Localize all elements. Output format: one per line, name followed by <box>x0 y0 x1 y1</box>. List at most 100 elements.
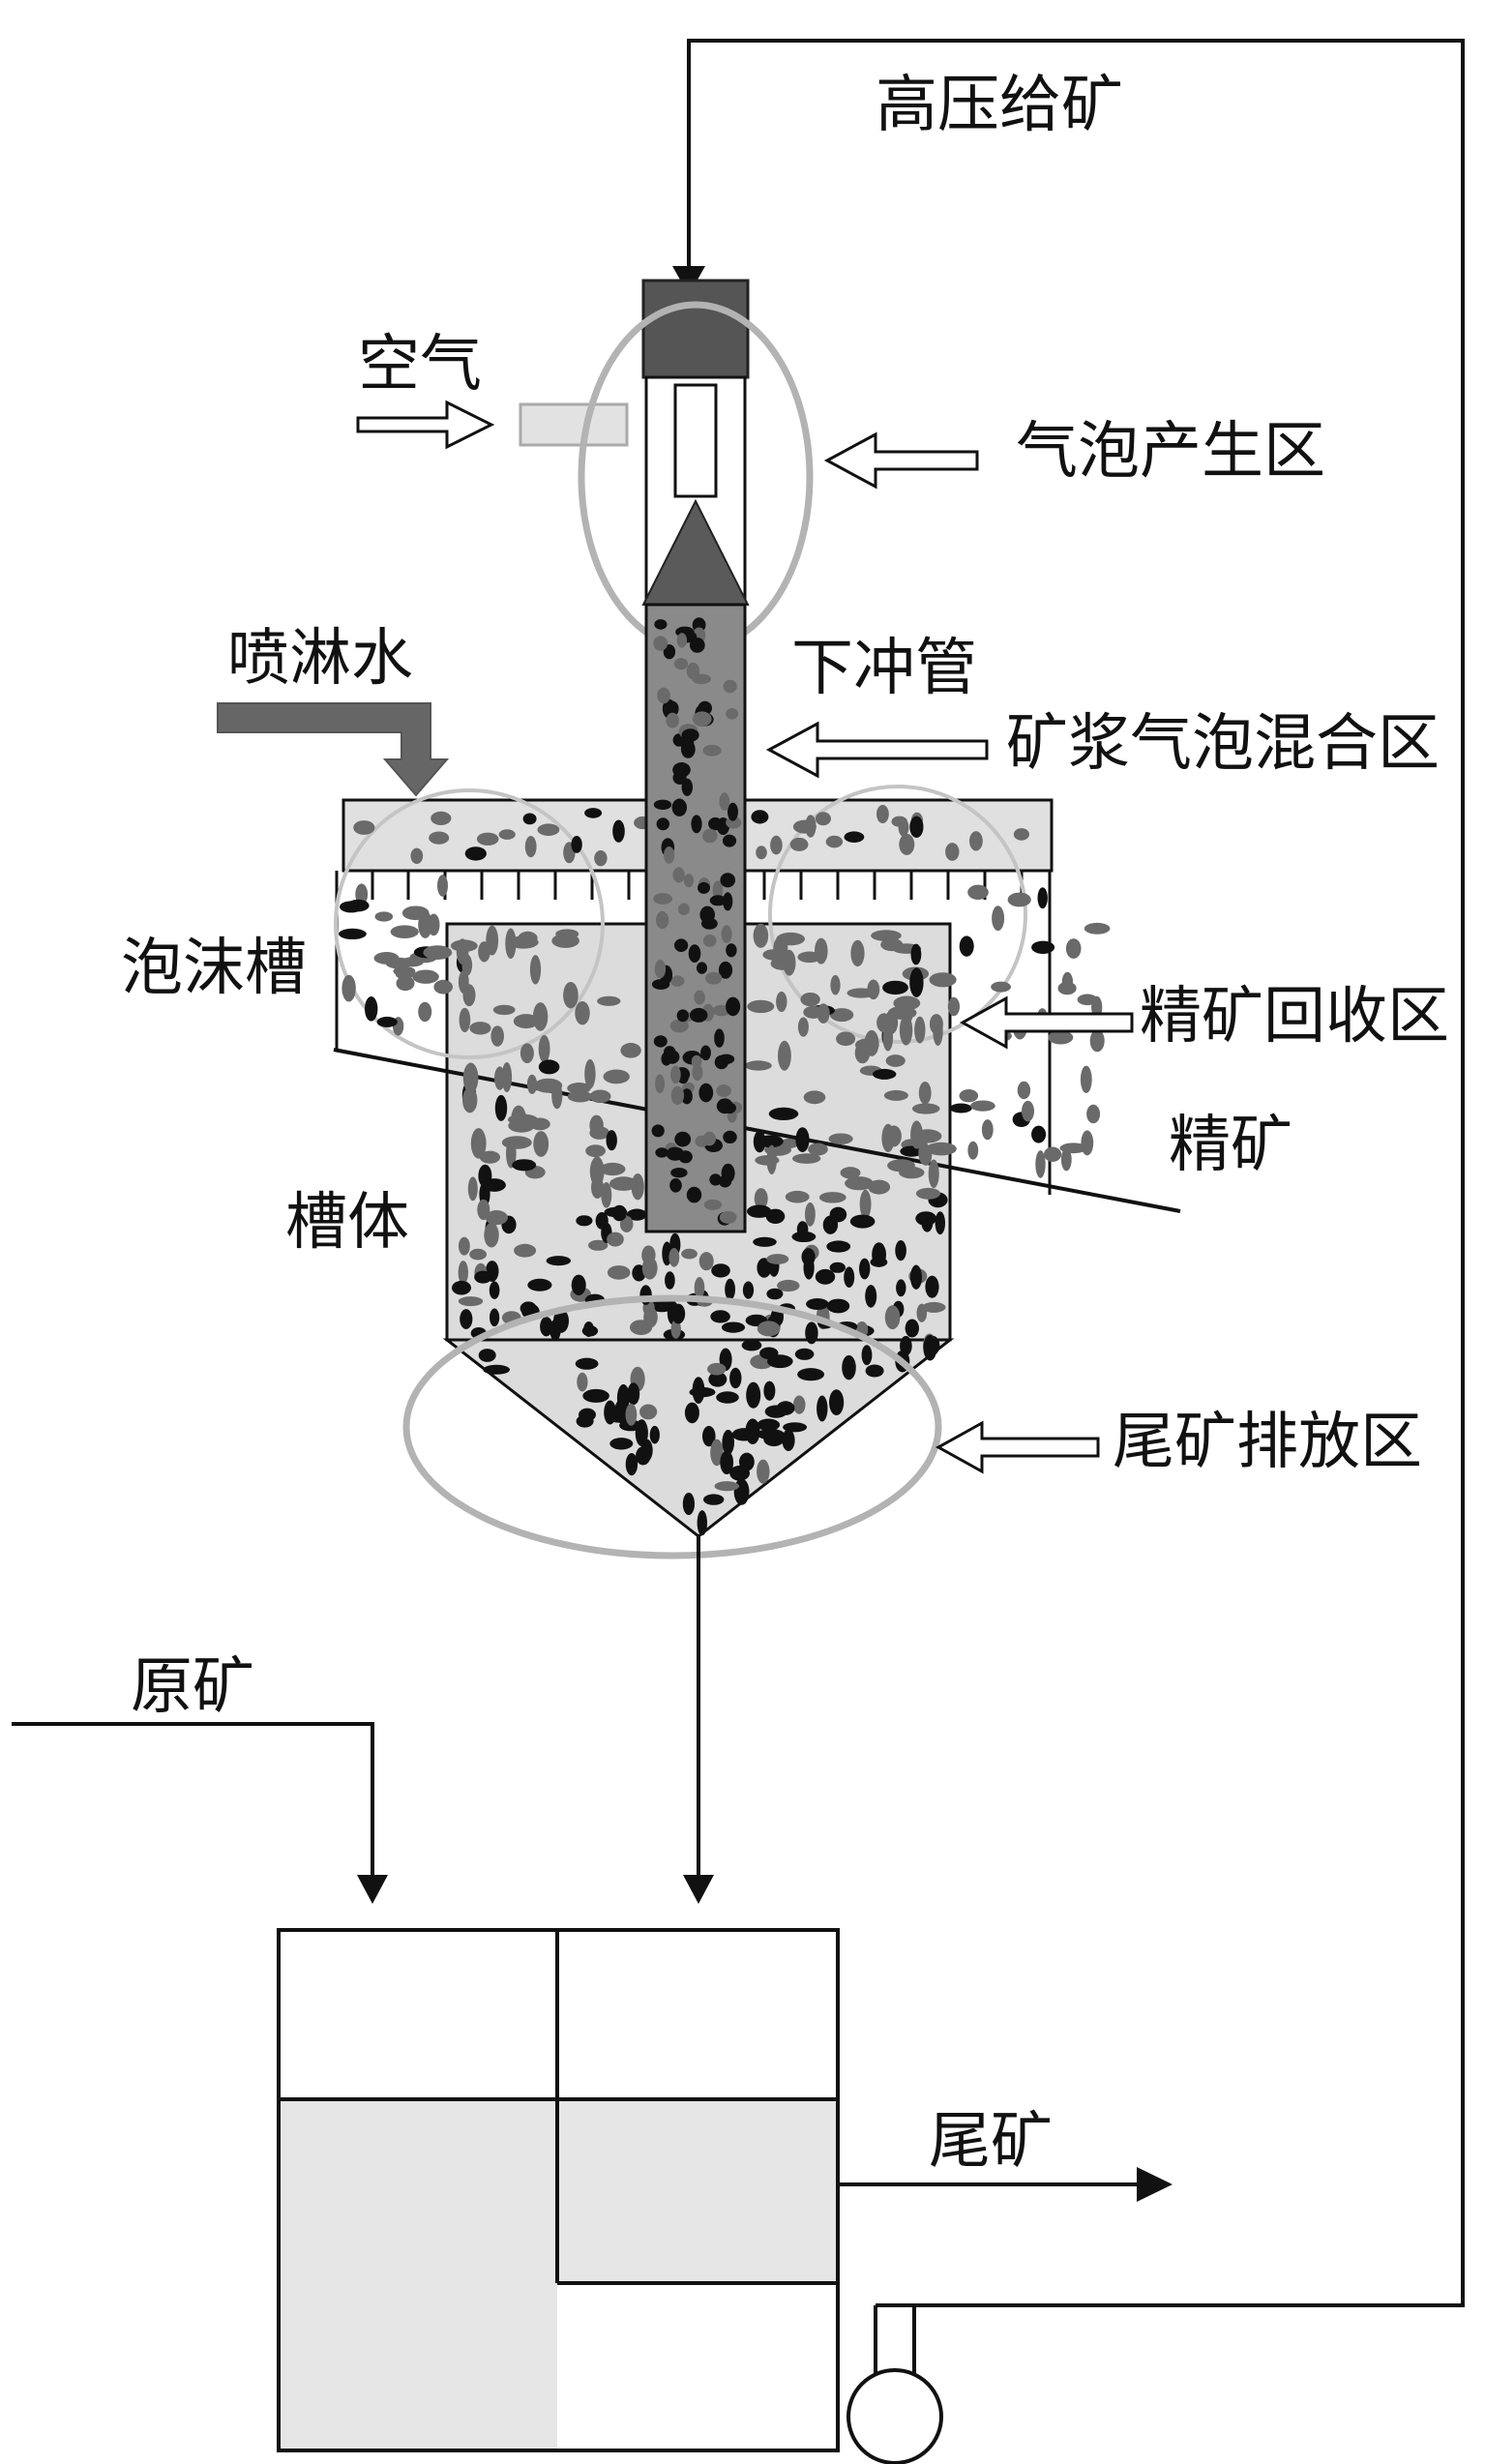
particle <box>794 1348 815 1360</box>
particle <box>762 949 787 961</box>
particle <box>603 1069 630 1084</box>
particle <box>492 1004 516 1016</box>
particle <box>817 1003 830 1024</box>
particle <box>885 1054 906 1067</box>
particle <box>690 1007 708 1023</box>
particle <box>1081 1130 1094 1156</box>
particle <box>702 744 722 757</box>
particle <box>467 1176 478 1202</box>
particle <box>842 1354 856 1380</box>
particle <box>672 770 687 786</box>
particle <box>817 1395 828 1422</box>
particle <box>538 1034 550 1063</box>
particle <box>753 923 769 948</box>
particle <box>620 1043 641 1058</box>
particle <box>959 935 974 957</box>
particle <box>1017 1081 1031 1100</box>
particle <box>722 834 737 847</box>
particle <box>757 1321 781 1337</box>
particle <box>777 1279 800 1292</box>
particle <box>840 1167 861 1179</box>
particle <box>666 712 679 728</box>
label-bubble-zone: 气泡产生区 <box>1016 416 1325 488</box>
particle <box>688 944 701 963</box>
particle <box>589 1156 605 1187</box>
particle <box>339 928 367 940</box>
particle <box>829 1262 846 1273</box>
particle <box>677 903 690 915</box>
particle <box>800 993 820 1007</box>
particle <box>527 1278 552 1291</box>
particle <box>721 1321 746 1333</box>
particle <box>537 823 560 836</box>
particle <box>909 816 924 838</box>
particle <box>490 1025 504 1047</box>
particle <box>583 1321 594 1337</box>
particle <box>757 1258 772 1278</box>
particle <box>893 995 921 1011</box>
particle <box>1059 1143 1087 1154</box>
particle <box>526 1074 538 1094</box>
particle <box>533 1131 549 1157</box>
particle <box>765 1208 786 1225</box>
particle <box>870 1257 888 1267</box>
tailings-out-arrowhead <box>1137 2167 1173 2202</box>
particle <box>609 1176 639 1191</box>
particle <box>694 990 705 1005</box>
particle <box>412 969 439 984</box>
particle <box>768 1107 799 1120</box>
particle <box>627 1382 640 1406</box>
particle <box>520 1043 534 1063</box>
raw-ore-arrowhead <box>357 1875 388 1904</box>
particle <box>665 1271 675 1290</box>
particle <box>1065 938 1082 959</box>
particle <box>452 1280 471 1295</box>
particle <box>460 1309 473 1329</box>
particle <box>698 881 710 894</box>
particle <box>805 1202 816 1227</box>
particle <box>479 1150 500 1164</box>
particle <box>726 943 737 958</box>
particle <box>681 778 693 796</box>
particle <box>789 837 809 851</box>
particle <box>576 1414 594 1428</box>
particle <box>674 1131 692 1147</box>
particle <box>702 1425 716 1447</box>
particle <box>474 1270 492 1284</box>
particle <box>670 975 685 987</box>
particle <box>922 1301 946 1313</box>
particle <box>1089 1029 1105 1053</box>
particle <box>654 619 668 630</box>
particle <box>540 1317 553 1337</box>
particle <box>895 1240 906 1262</box>
particle <box>801 1248 816 1266</box>
particle <box>926 1142 957 1156</box>
particle <box>778 1040 791 1071</box>
particle <box>458 1296 484 1307</box>
particle <box>770 835 783 855</box>
particle <box>776 991 787 1013</box>
particle <box>676 1009 689 1023</box>
particle <box>686 1186 702 1203</box>
label-downcomer: 下冲管 <box>791 633 977 704</box>
particle <box>631 1173 644 1201</box>
particle <box>806 1298 829 1310</box>
particle <box>594 850 608 867</box>
particle <box>757 1418 781 1432</box>
particle <box>766 1254 789 1264</box>
particle <box>478 941 490 963</box>
particle <box>555 929 579 939</box>
particle <box>353 820 375 835</box>
particle <box>655 1074 666 1094</box>
particle <box>670 1168 688 1178</box>
particle <box>720 1450 734 1475</box>
label-concentrate: 精矿 <box>1169 1110 1292 1181</box>
particle <box>595 1212 609 1230</box>
particle <box>584 1058 596 1089</box>
particle <box>871 930 902 941</box>
particle <box>607 1265 631 1280</box>
particle <box>513 1014 540 1029</box>
particle <box>899 1166 925 1179</box>
particle <box>635 1419 648 1447</box>
particle <box>865 1364 884 1378</box>
